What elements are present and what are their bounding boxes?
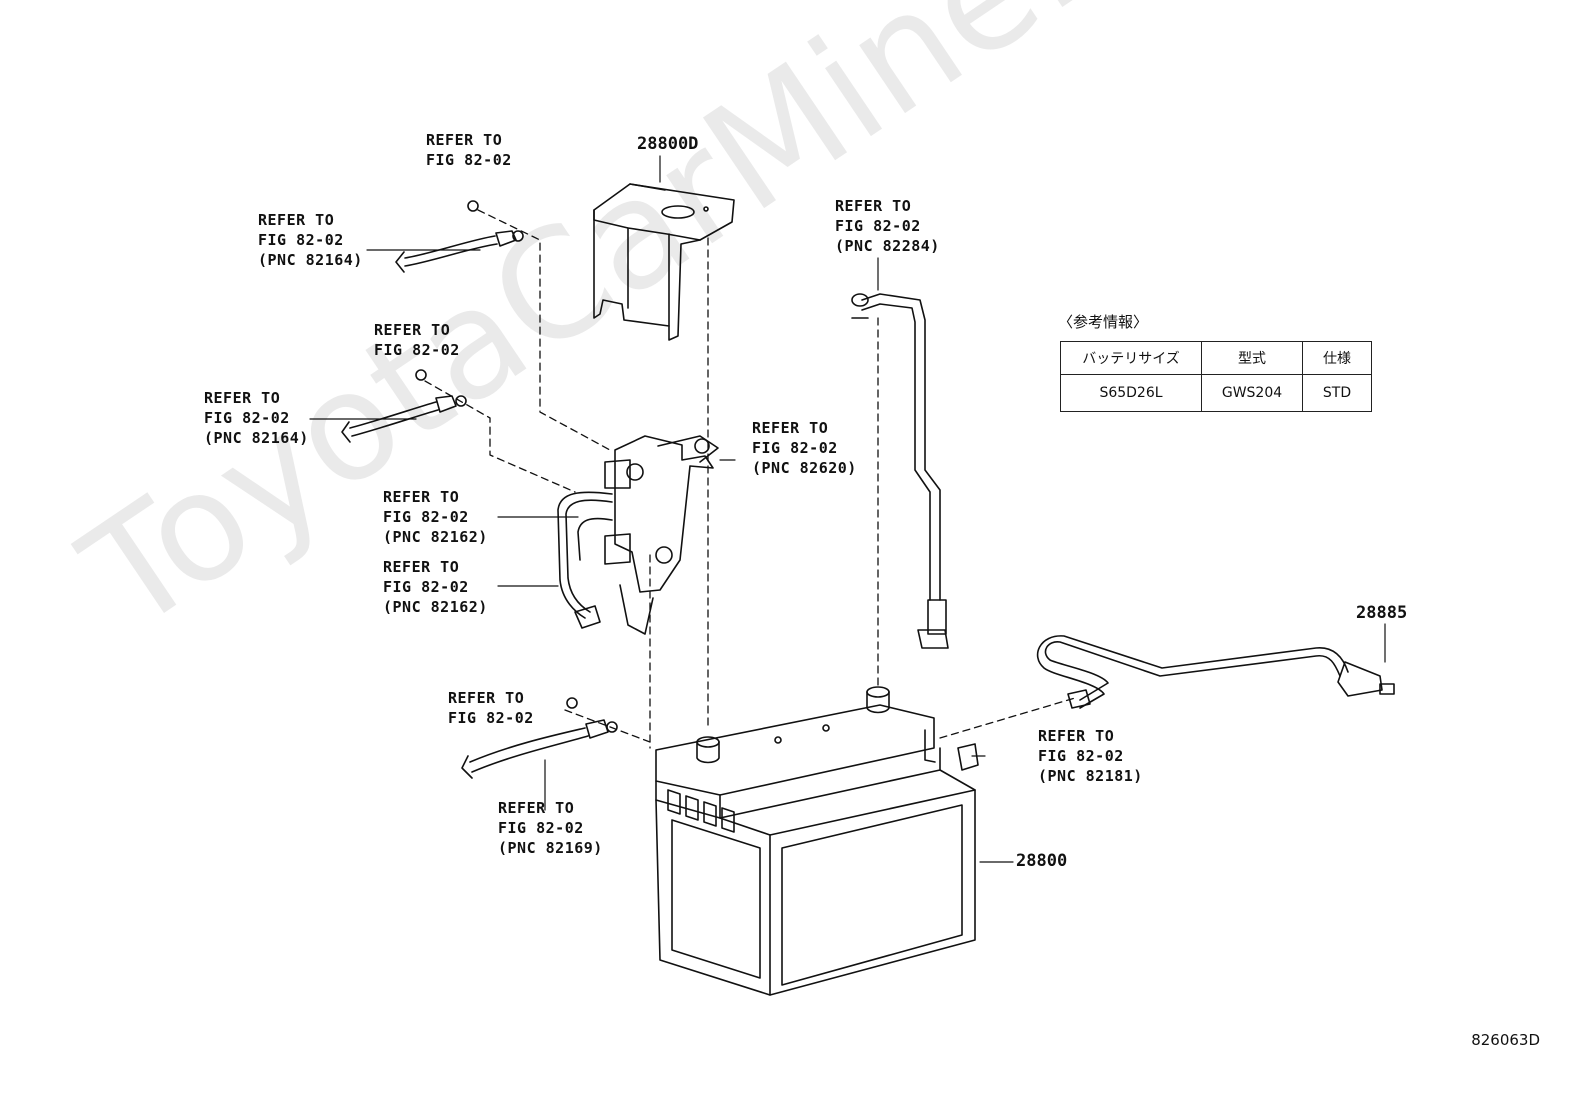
part-number-battery: 28800 (1016, 851, 1068, 871)
harness-cables (557, 491, 613, 629)
spec-header: 仕様 (1302, 341, 1372, 375)
leader-lines (309, 155, 1386, 863)
cable-top-1 (395, 200, 524, 273)
spec-table: バッテリサイズ 型式 仕様 S65D26L GWS204 STD (1060, 341, 1372, 412)
spec-header: バッテリサイズ (1060, 341, 1202, 375)
spec-caption: 〈参考情報〉 (1058, 313, 1149, 331)
cable-bottom (461, 697, 618, 779)
part-number-vent-hose: 28885 (1356, 603, 1408, 623)
spec-header: 型式 (1201, 341, 1303, 375)
battery (655, 686, 979, 996)
positive-cable (851, 293, 949, 649)
part-number-cover: 28800D (637, 134, 699, 154)
fuse-block (604, 435, 719, 635)
spec-cell: S65D26L (1060, 374, 1202, 412)
battery-cover (593, 183, 735, 341)
vent-hose (1036, 635, 1395, 709)
dashed-guide-lines (424, 209, 1076, 749)
figure-number: 826063D (1471, 1031, 1540, 1049)
cable-top-2 (341, 369, 467, 443)
spec-cell: STD (1302, 374, 1372, 412)
spec-cell: GWS204 (1201, 374, 1303, 412)
